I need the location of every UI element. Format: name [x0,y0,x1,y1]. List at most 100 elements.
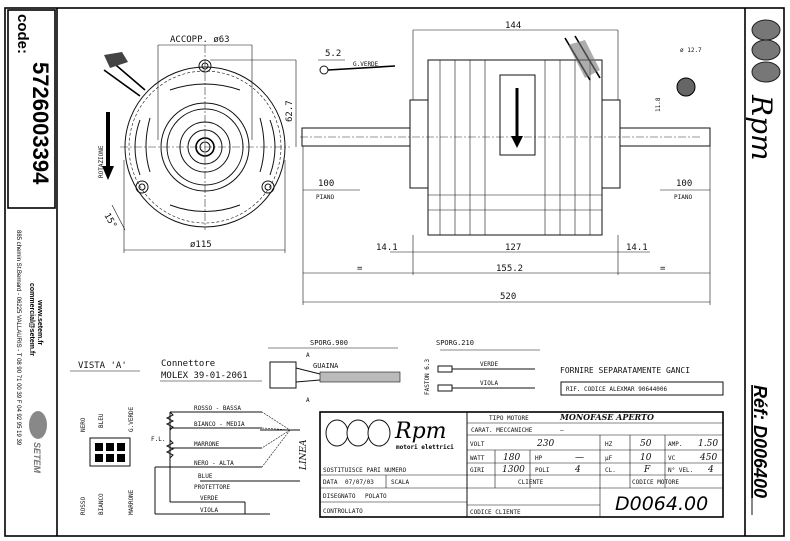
amp-label: AMP. [668,441,682,448]
vel-label: N° VEL. [668,467,693,474]
cliente-label: CLIENTE [518,479,544,486]
data-value: 07/07/03 [345,479,374,486]
ground-wire-label: G.VERDE [353,61,379,68]
codice-motore-label: CODICE MOTORE [632,479,679,486]
faston-label: FASTON 6.3 [424,358,431,395]
tipo-value: MONOFASE APERTO [559,412,654,422]
setem-logo: SETEM [29,411,47,474]
connector-view: VISTA 'A' Connettore MOLEX 39-01-2061 NE… [70,359,262,515]
connector-title: Connettore [161,359,215,369]
offset-right-dim: 14.1 [626,243,648,253]
height-dim: 62.7 [285,100,295,122]
hp-value: — [575,453,584,463]
hooks-note: FORNIRE SEPARATAMENTE GANCI [560,366,690,375]
total-body-dim: 155.2 [496,264,523,274]
vc-value: 450 [699,453,717,463]
amp-value: 1.50 [698,439,718,449]
sheath-label: GUAINA [313,362,339,370]
coupling-dim: ACCOPP. ø63 [170,35,230,45]
reference-code: Réf: D006400 [750,385,770,498]
giri-label: GIRI [470,467,485,474]
total-length-dim: 520 [500,292,516,302]
wire-blue: BLUE [198,473,213,480]
wire-bianco: BIANCO - MEDIA [194,421,245,428]
offset-left-dim: 14.1 [376,243,398,253]
shaft-right-label: PIANO [674,194,692,201]
wire-verde: VERDE [200,495,218,502]
disegnato-value: POLATO [365,493,387,500]
wire-rosso: ROSSO - BASSA [194,405,241,412]
address-text: 885 chemin St.Bernard - 06225 VALLAURIS … [15,230,21,446]
pin-bottom-2: BIANCO [98,493,105,515]
eq-left: = [357,264,363,274]
svg-text:SETEM: SETEM [32,442,42,474]
motor-side-view: 144 5.2 G.VERDE ø 12.7 11.8 100 PIANO 10… [300,21,711,305]
shaft-left-label: PIANO [316,194,334,201]
length-top-dim: 144 [505,21,521,31]
angle-dim: 15° [101,212,118,231]
cl-label: CL. [605,467,616,474]
codice-cliente-label: CODICE CLIENTE [470,509,521,516]
code-box [7,9,56,209]
scala-label: SCALA [391,479,409,486]
ref-code-note: RIF. CODICE ALEXMAR 90644006 [566,386,668,393]
shaft-right-dim: 100 [676,179,692,189]
motor-front-view: ACCOPP. ø63 62.7 ø115 15° ROTAZIONE [98,35,297,253]
hz-value: 50 [640,439,652,449]
title-block: Rpm motori elettrici TIPO MOTORE MONOFAS… [319,411,724,518]
code-value: 5726003394 [28,62,53,185]
controllato-label: CONTROLLATO [323,508,363,515]
cable-detail: SPORG.900 GUAINA A A SPORG.210 FASTON 6.… [268,339,540,404]
rotation-label: ROTAZIONE [98,145,105,178]
website-link[interactable]: www.setem.fr [36,299,43,346]
direction-arrow-icon [511,136,523,148]
rotation-arrow-icon [102,166,114,180]
line-label: LINEA [299,439,309,471]
volt-label: VOLT [470,441,485,448]
faston-wire-verde: VERDE [480,361,498,368]
hz-label: HZ [605,441,613,448]
sheet-border [4,7,785,537]
title-logo: Rpm [394,419,447,444]
faston-length: SPORG.210 [436,339,474,347]
disegnato-label: DISEGNATO [323,493,356,500]
hole-depth-dim: 11.8 [655,97,662,112]
volt-value: 230 [536,439,554,449]
body-length-dim: 127 [505,243,521,253]
pin-top-3: G.VERDE [128,406,135,432]
view-a-title: VISTA 'A' [78,361,127,371]
title-logo-sub: motori elettrici [396,444,454,451]
wiring-diagram: ROSSO - BASSA BIANCO - MEDIA MARRONE NER… [151,405,309,515]
poli-label: POLI [535,467,550,474]
poli-value: 4 [574,465,581,475]
rpm-coil-logo-icon [751,19,781,83]
fl-label: F.L. [151,436,165,443]
rpm-brand: Rpm [745,94,778,161]
giri-value: 1300 [502,465,525,475]
wire-dim: 5.2 [325,49,341,59]
pin-bottom-1: ROSSO [80,497,87,515]
email-link[interactable]: commercial@setem.fr [28,283,35,356]
section-a-bottom: A [306,397,310,404]
sostituisce-label: SOSTITUISCE PARI NUMERO [323,467,406,474]
watt-value: 180 [503,453,520,463]
codice-motore-value: D0064.00 [615,493,708,515]
left-strip: code: 5726003394 www.setem.fr commercial… [7,9,56,474]
cl-value: F [643,465,651,475]
uf-value: 10 [640,453,652,463]
faston-wire-viola: VIOLA [480,380,498,387]
data-label: DATA [323,479,338,486]
rpm-title-logo-icon [325,419,391,447]
wire-nero: NERO - ALTA [194,460,234,467]
pin-top-2: BLEU [98,413,105,428]
pin-bottom-3: MARRONE [128,489,135,515]
uf-label: µF [605,455,613,462]
tipo-label: TIPO MOTORE [489,415,529,422]
carat-label: CARAT. MECCANICHE [471,427,533,434]
hp-label: HP [535,455,543,462]
shaft-left-dim: 100 [318,179,334,189]
wire-viola: VIOLA [200,507,218,514]
pin-top-1: NERO [80,417,87,432]
cable-length: SPORG.900 [310,339,348,347]
